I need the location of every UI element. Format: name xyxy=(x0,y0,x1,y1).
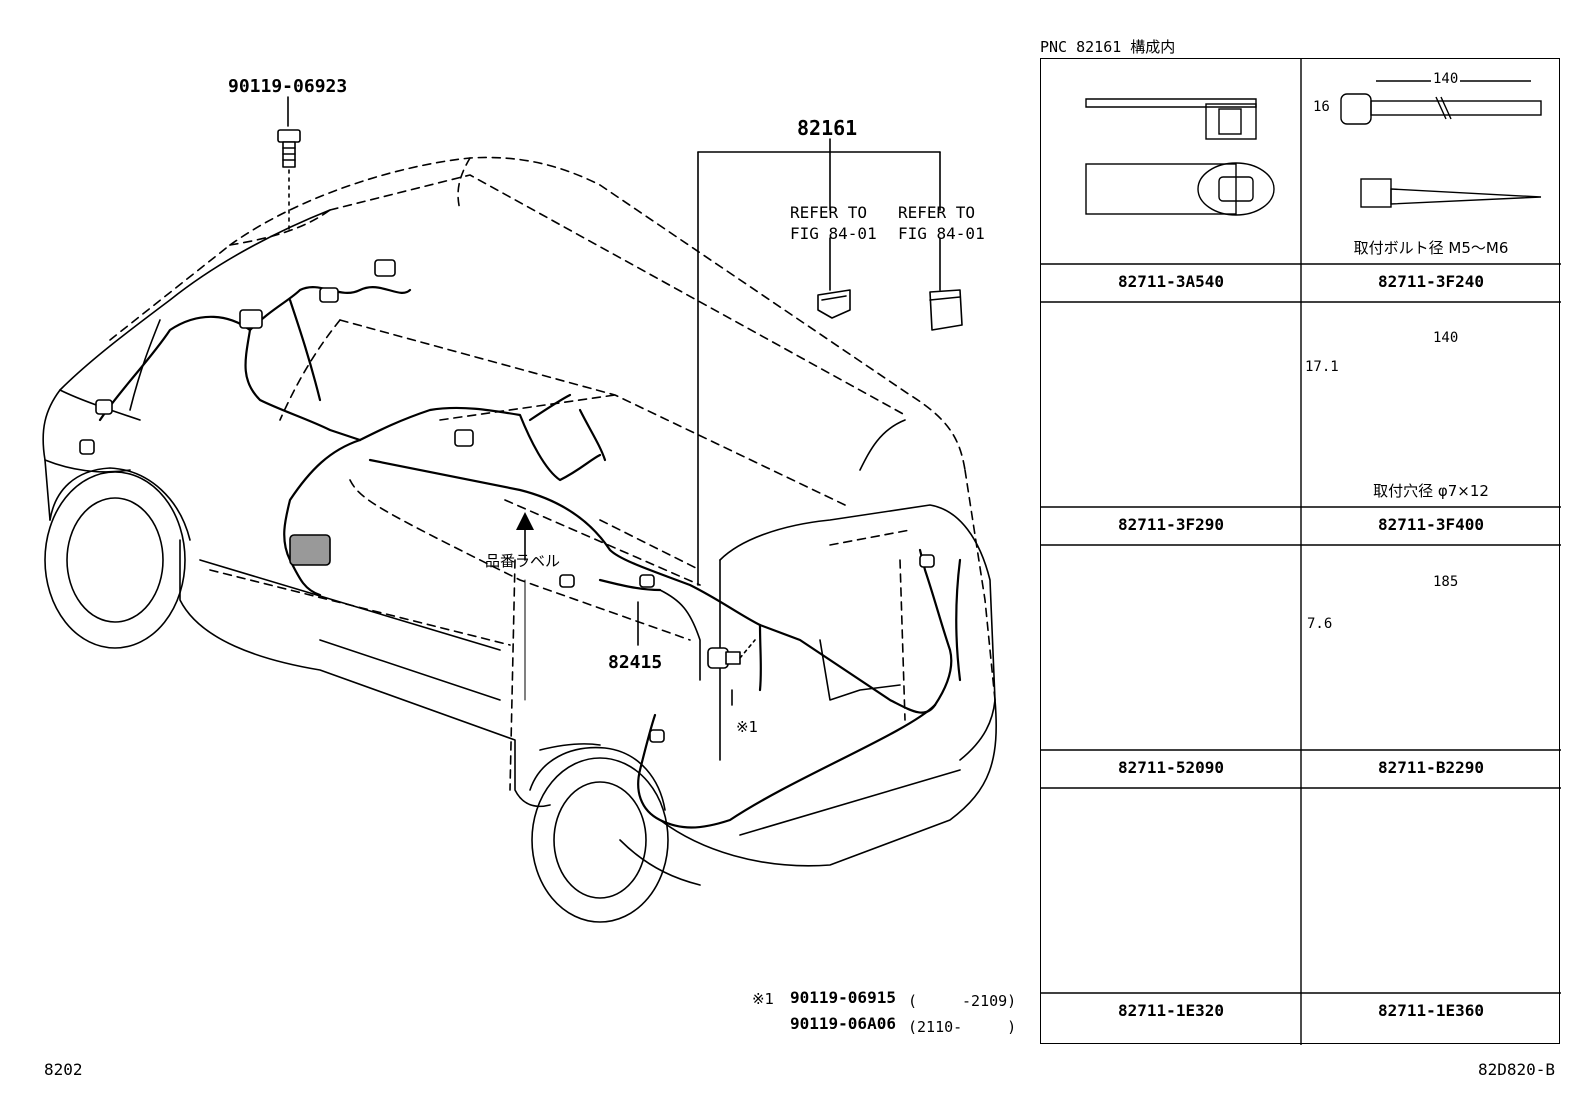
wire-harness xyxy=(98,286,962,829)
rear-wheel xyxy=(531,757,669,923)
connector-ref-right xyxy=(929,289,963,331)
bolt-icon xyxy=(277,129,301,168)
bolt-icon-mark1 xyxy=(707,647,741,669)
part-number-cell-8: 82711-1E360 xyxy=(1378,1001,1484,1020)
component-table: 140 16 140 17.1 185 7.6 取付ボルト径 M5〜M6 取付穴… xyxy=(1040,58,1561,1045)
cable-tie-icon-3F240 xyxy=(1340,80,1542,208)
part-number-cell-3: 82711-3F290 xyxy=(1118,515,1224,534)
note-mark-1: ※1 xyxy=(752,990,775,1008)
part-number-cell-7: 82711-1E320 xyxy=(1118,1001,1224,1020)
note-line2-range: (2110- ) xyxy=(908,1018,1017,1036)
part-number-cell-6: 82711-B2290 xyxy=(1378,758,1484,777)
dim-3F400-length: 140 xyxy=(1431,330,1461,346)
label-mark-1: ※1 xyxy=(736,718,759,736)
dim-B2290-length: 185 xyxy=(1431,574,1461,590)
page-code-right: 82D820-B xyxy=(1478,1060,1556,1079)
part-number-cell-4: 82711-3F400 xyxy=(1378,515,1484,534)
label-refer-right-2: FIG 84-01 xyxy=(898,224,985,243)
part-number-cell-2: 82711-3F240 xyxy=(1378,272,1484,291)
vehicle-body-outline xyxy=(109,156,996,791)
label-refer-right-1: REFER TO xyxy=(898,203,976,222)
leader-lines-82161 xyxy=(697,138,941,586)
vehicle-body-solid xyxy=(42,209,997,923)
note-line1-range: ( -2109) xyxy=(908,992,1017,1010)
dim-3F400-width: 17.1 xyxy=(1303,359,1341,375)
part-number-cell-5: 82711-52090 xyxy=(1118,758,1224,777)
table-title: PNC 82161 構成内 xyxy=(1040,38,1176,56)
component-table-grid xyxy=(1041,59,1561,1045)
page-code-left: 8202 xyxy=(44,1060,83,1079)
dim-3F240-width: 16 xyxy=(1311,99,1332,115)
clip-icon-3A540 xyxy=(1085,98,1275,216)
part-number-cell-1: 82711-3A540 xyxy=(1118,272,1224,291)
note-line2-part-number: 90119-06A06 xyxy=(790,1014,896,1033)
dim-3F240-length: 140 xyxy=(1431,71,1461,87)
part-label-arrow xyxy=(516,512,534,530)
label-part-number-sticker: 品番ラベル xyxy=(485,552,561,570)
note-3F240: 取付ボルト径 M5〜M6 xyxy=(1353,239,1509,257)
label-bolt-90119-06923: 90119-06923 xyxy=(228,76,348,97)
connector-ref-left xyxy=(817,289,851,319)
label-refer-left-2: FIG 84-01 xyxy=(790,224,877,243)
note-3F400: 取付穴径 φ7×12 xyxy=(1373,482,1489,500)
dim-B2290-width: 7.6 xyxy=(1305,616,1335,632)
front-wheel xyxy=(44,471,186,649)
harness-connectors xyxy=(79,259,935,743)
label-harness-82161: 82161 xyxy=(797,116,858,140)
label-harness-82415: 82415 xyxy=(608,652,663,673)
note-line1-part-number: 90119-06915 xyxy=(790,988,896,1007)
label-refer-left-1: REFER TO xyxy=(790,203,868,222)
